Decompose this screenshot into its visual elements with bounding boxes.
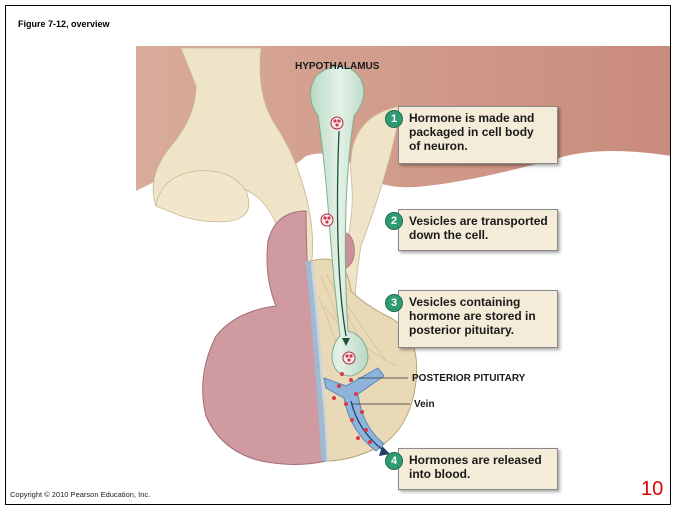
figure-title: Figure 7-12, overview <box>18 19 110 29</box>
step-2-badge: 2 <box>385 212 403 230</box>
hypothalamus-label: HYPOTHALAMUS <box>295 61 379 72</box>
vesicle-cell-body <box>331 117 343 129</box>
vesicle-terminal <box>343 352 355 364</box>
step-4-callout: Hormones are released into blood. <box>398 448 558 490</box>
step-2-callout: Vesicles are transported down the cell. <box>398 209 558 251</box>
slide-frame: Figure 7-12, overview HYPOTHALAMUS POSTE… <box>5 5 671 505</box>
page-number: 10 <box>641 478 663 501</box>
posterior-pituitary-label: POSTERIOR PITUITARY <box>412 373 525 384</box>
pituitary-diagram <box>6 6 671 505</box>
step-3-badge: 3 <box>385 294 403 312</box>
step-4-badge: 4 <box>385 452 403 470</box>
step-1-callout: Hormone is made and packaged in cell bod… <box>398 106 558 164</box>
vesicle-axon <box>321 214 333 226</box>
copyright-text: Copyright © 2010 Pearson Education, Inc. <box>10 490 150 499</box>
step-3-callout: Vesicles containing hormone are stored i… <box>398 290 558 348</box>
vein-label: Vein <box>414 399 435 410</box>
step-1-badge: 1 <box>385 110 403 128</box>
